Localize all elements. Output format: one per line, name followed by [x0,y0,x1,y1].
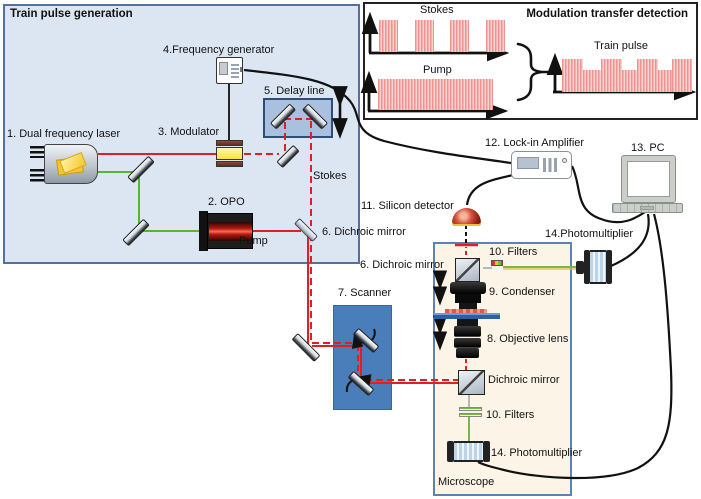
stokes-plot-label: Stokes [420,4,454,16]
laser-label: 1. Dual frequency laser [7,128,121,140]
pmt-top-body [590,250,606,284]
silicon-detector-icon [452,208,481,226]
lockin-amplifier-icon [511,151,572,179]
objective-lens-icon [454,338,481,348]
pc-label: 13. PC [631,142,665,154]
lockin-knob [562,158,567,163]
pmt-bottom-cap [483,441,490,462]
condenser-icon [459,303,477,309]
train-pulse-bar [658,70,672,92]
filter-bar-icon [459,407,482,411]
pmt-bottom-body [454,441,483,462]
microscope-label: Microscope [438,476,495,488]
condenser-label: 9. Condenser [489,286,556,298]
pump-beam-label: Pump [239,235,268,247]
pmt-top-cap [606,250,612,284]
silicon-detector-label: 11. Silicon detector [361,200,454,212]
pmt-top-connector [576,261,584,274]
mirror-icon [291,333,321,362]
modulation-box-title: Modulation transfer detection [526,8,688,20]
stokes-pulse-bar [415,20,434,52]
condenser-icon [455,294,481,303]
frequency-generator-screen [219,62,228,75]
wire-lockin-to-detector [465,173,514,206]
modulator-label: 3. Modulator [158,126,220,138]
train-pulse-bar [672,59,692,92]
pump-plot-label: Pump [423,64,452,76]
sample-icon [445,309,487,313]
frequency-generator-knob [240,67,242,72]
stokes-pulse-bar [486,20,505,52]
dichroic-cube-icon [455,258,480,282]
objective-label: 8. Objective lens [487,333,569,345]
objective-lens-icon [456,348,479,358]
filters-bottom-label: 10. Filters [486,409,535,421]
scanner-box [333,305,392,410]
train-box-title: Train pulse generation [10,8,133,20]
filter-chip-icon [491,260,503,266]
delay-line-label: 5. Delay line [264,85,325,97]
scanner-label: 7. Scanner [338,287,392,299]
train-pulse-bar [622,70,637,92]
train-pulse-bar [583,70,601,92]
pulse-plot-train [551,53,697,94]
pulse-plot-stokes [368,3,513,55]
modulator-plate-icon [216,161,243,167]
stokes-pulse-bar [450,20,469,52]
dichroic-microscope-label: 6. Dichroic mirror [360,259,444,271]
frequency-generator-label: 4.Frequency generator [163,44,275,56]
dichroic-plain-label: Dichroic mirror [488,374,560,386]
modulator-plate-icon [216,140,243,146]
pc-touchpad [640,206,654,210]
stokes-pulse-bar [379,20,398,52]
filters-top-label: 10. Filters [489,246,538,258]
pump-pulse-bar [378,79,493,110]
dichroic-train-label: 6. Dichroic mirror [322,226,406,238]
pmt-bottom-cap [447,441,454,462]
sample-stage-icon [434,313,500,319]
objective-lens-icon [457,319,478,326]
opo-cap-icon [199,211,208,251]
pmt-bottom-label: 14. Photomultiplier [491,447,583,459]
lockin-label: 12. Lock-in Amplifier [485,137,585,149]
opo-label: 2. OPO [208,196,245,208]
dichroic-cube-icon [458,370,485,395]
pmt-top-label: 14.Photomultiplier [545,228,634,240]
laser-heatsink-icon [30,169,46,182]
lockin-screen [517,157,539,169]
modulator-crystal-icon [216,147,243,160]
opo-gain-band-icon [209,222,252,241]
frequency-generator-buttons [231,62,239,78]
stokes-beam-label: Stokes [313,170,347,182]
condenser-icon [450,282,486,294]
pc-screen [627,161,670,197]
train-pulse-bar [562,59,583,92]
laser-heatsink-icon [30,146,46,158]
lockin-buttons [543,158,559,172]
objective-lens-icon [454,326,481,337]
train-pulse-plot-label: Train pulse [594,40,649,52]
train-pulse-bar [601,59,622,92]
train-pulse-bar [637,59,658,92]
filter-bar-icon [459,413,482,417]
